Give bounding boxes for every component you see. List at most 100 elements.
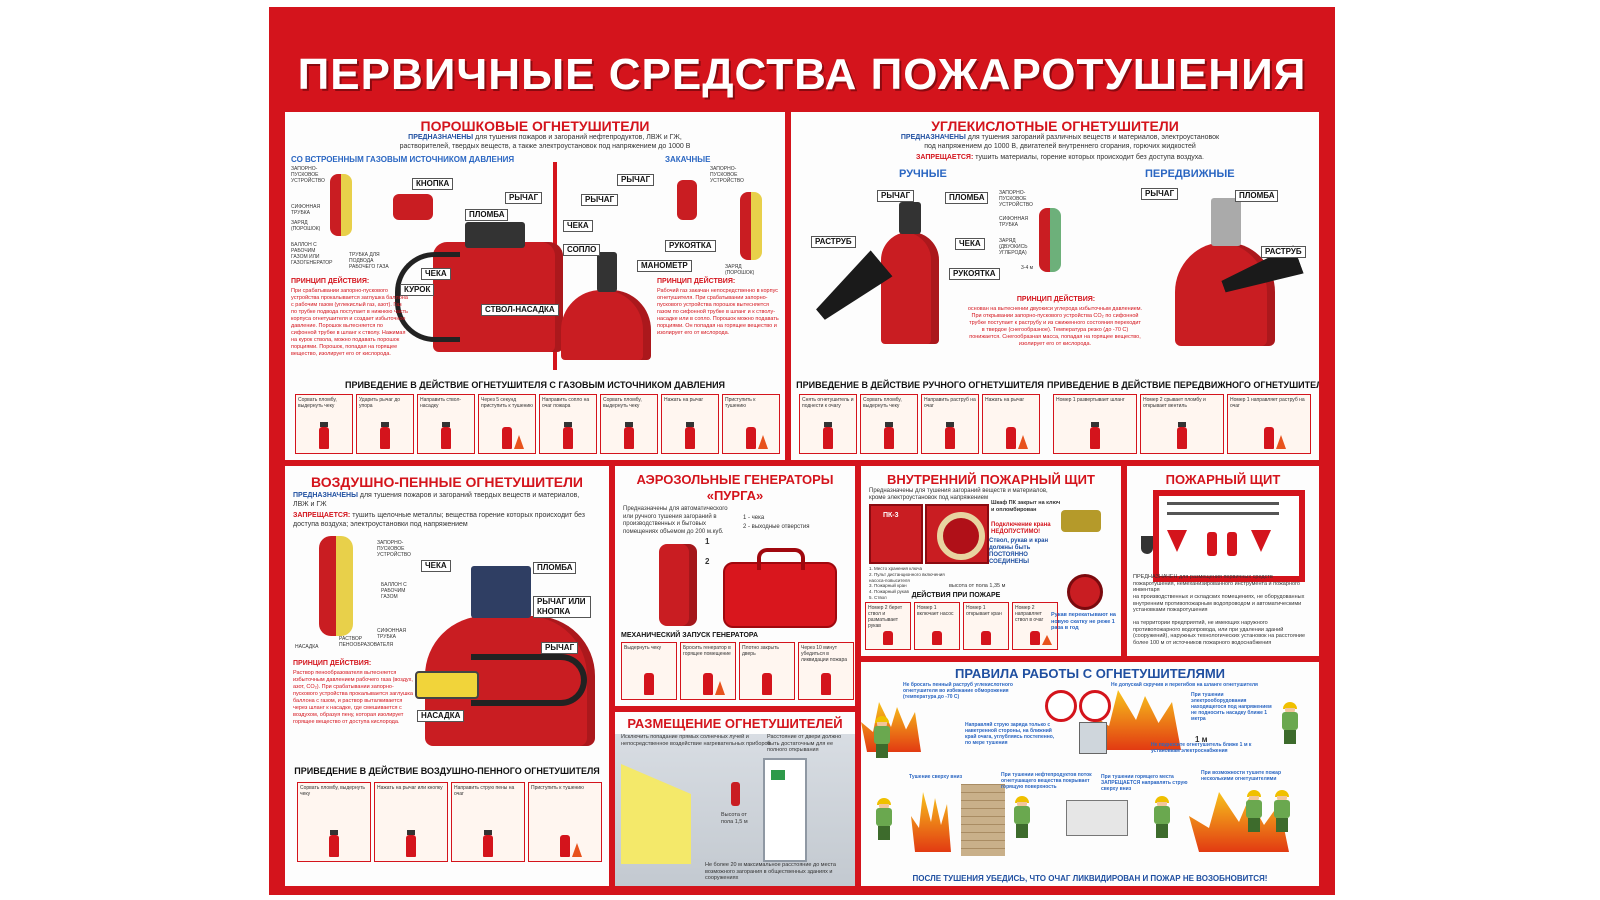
shield-extinguisher-1 (1207, 532, 1217, 556)
aerosol-cylinder (659, 544, 697, 626)
powder-small-extinguisher (677, 180, 697, 220)
hydrant-step-4: Номер 2 направляет ствол в очаг (1012, 602, 1058, 650)
co2-panel: УГЛЕКИСЛОТНЫЕ ОГНЕТУШИТЕЛИ ПРЕДНАЗНАЧЕНЫ… (791, 112, 1319, 460)
foam-part-4: НАСАДКА (295, 644, 319, 650)
rules-rule-6: Тушение сверху вниз (909, 774, 963, 780)
powder-valve-stored (597, 252, 617, 292)
co2-sub-mobile: ПЕРЕДВИЖНЫЕ (1145, 168, 1235, 180)
rules-rule-3: При тушении электрооборудования находяще… (1191, 692, 1272, 722)
poster: ПЕРВИЧНЫЕ СРЕДСТВА ПОЖАРОТУШЕНИЯ ПОРОШКО… (269, 7, 1335, 895)
powder-step-4: Через 5 секунд приступить к тушению (478, 394, 536, 454)
rules-fire-3 (911, 792, 951, 852)
powder-r-label-lever-1: РЫЧАГ (617, 174, 655, 186)
hydrant-cabinet-left (869, 504, 923, 564)
powder-step-6: Сорвать пломбу, выдернуть чеку (600, 394, 658, 454)
aerosol-legend-2: 2 - выходные отверстия (743, 524, 810, 530)
powder-sub-left: СО ВСТРОЕННЫМ ГАЗОВЫМ ИСТОЧНИКОМ ДАВЛЕНИ… (291, 155, 515, 164)
powder-label-lever: РЫЧАГ (505, 192, 543, 204)
foam-label-pin: ЧЕКА (421, 560, 451, 572)
foam-label-lever: РЫЧАГ (541, 642, 579, 654)
powder-part-1: ЗАПОРНО-ПУСКОВОЕ УСТРОЙСТВО (291, 166, 325, 184)
foam-principle-label: ПРИНЦИП ДЕЙСТВИЯ: (293, 660, 372, 667)
foam-hose (471, 654, 587, 706)
co2-mobile-valve (1211, 198, 1241, 246)
co2-step-3: Направить раструб на очаг (921, 394, 979, 454)
aerosol-step-1: Выдернуть чеку (621, 642, 677, 700)
powder-steps-title: ПРИВЕДЕНИЕ В ДЕЙСТВИЕ ОГНЕТУШИТЕЛЯ С ГАЗ… (344, 380, 726, 390)
shield-panel: ПОЖАРНЫЙ ЩИТ ПРЕДНАЗНАЧЕН для размещения… (1127, 466, 1319, 656)
co2-mobile-extinguisher (1175, 242, 1275, 346)
co2-step-4: Нажать на рычаг (982, 394, 1040, 454)
powder-r-label-gauge: МАНОМЕТР (637, 260, 692, 272)
foam-forbidden: ЗАПРЕЩАЕТСЯ: тушить щелочные металлы; ве… (293, 512, 585, 528)
hydrant-step-1: Номер 2 берет ствол и разматывает рукав (865, 602, 911, 650)
co2-label-lever: РЫЧАГ (877, 190, 915, 202)
rules-distance: 1 м (1195, 735, 1208, 744)
rules-worker-1 (871, 716, 893, 760)
hydrant-title: ВНУТРЕННИЙ ПОЖАРНЫЙ ЩИТ (887, 472, 1095, 487)
co2-steps-row-right: Номер 1 развертывает шланг Номер 2 срыва… (1053, 394, 1311, 454)
rules-worker-5 (1151, 796, 1173, 840)
hydrant-item-5: 5. Ствол (869, 595, 887, 600)
co2-mstep-3: Номер 1 направляет раструб на очаг (1227, 394, 1311, 454)
co2-steps-row-left: Снять огнетушитель и поднести к очагу Со… (799, 394, 1040, 454)
powder-label-trigger: КУРОК (400, 284, 435, 296)
powder-r-label-handle: РУКОЯТКА (665, 240, 716, 252)
powder-gas-cartridge (393, 194, 433, 220)
powder-principle-right: Рабочий газ закачан непосредственно в ко… (657, 288, 779, 336)
rules-worker-3 (873, 798, 895, 842)
powder-r-label-lever-2: РЫЧАГ (581, 194, 619, 206)
rules-rule-5: Не подносите огнетушитель ближе 1 м к ус… (1151, 742, 1252, 754)
placement-door (763, 758, 807, 862)
shield-extinguisher-2 (1227, 532, 1237, 556)
powder-step-2: Ударить рычаг до упора (356, 394, 414, 454)
rules-truck (1066, 800, 1128, 836)
co2-principle-label: ПРИНЦИП ДЕЙСТВИЯ: (1016, 296, 1096, 303)
placement-note-3: Высота от пола 1,5 м (721, 812, 748, 825)
co2-part-2: СИФОННАЯ ТРУБКА (999, 216, 1029, 228)
foam-step-3: Направить струю пены на очаг (451, 782, 525, 862)
hydrant-valve (1061, 510, 1101, 532)
hydrant-item-1: 1. Место хранения ключа (869, 566, 923, 571)
powder-step-1: Сорвать пломбу, выдернуть чеку (295, 394, 353, 454)
powder-intended: ПРЕДНАЗНАЧЕНЫ для тушения пожаров и заго… (399, 134, 691, 150)
co2-cutaway (1039, 208, 1061, 272)
co2-part-1: ЗАПОРНО-ПУСКОВОЕ УСТРОЙСТВО (999, 190, 1033, 208)
powder-sub-right: ЗАКАЧНЫЕ (665, 155, 711, 164)
aerosol-text: Предназначены для автоматического или ру… (623, 506, 728, 535)
rules-worker-4 (1011, 796, 1033, 840)
hydrant-actions-title: ДЕЙСТВИЯ ПРИ ПОЖАРЕ (911, 592, 1001, 599)
rules-no-sign-1 (1045, 690, 1077, 722)
foam-nozzle (415, 671, 479, 699)
powder-label-pin: ЧЕКА (421, 268, 451, 280)
powder-r-label-pin: ЧЕКА (563, 220, 593, 232)
powder-label-nozzle: СТВОЛ-НАСАДКА (481, 304, 559, 316)
placement-extinguisher (731, 782, 740, 806)
powder-part-4: БАЛЛОН С РАБОЧИМ ГАЗОМ ИЛИ ГАЗОГЕНЕРАТОР (291, 242, 333, 266)
co2-label-seal: ПЛОМБА (945, 192, 989, 204)
hydrant-item-4: 4. Пожарный рукав (869, 589, 909, 594)
powder-panel: ПОРОШКОВЫЕ ОГНЕТУШИТЕЛИ ПРЕДНАЗНАЧЕНЫ дл… (285, 112, 785, 460)
co2-label-horn: РАСТРУБ (811, 236, 856, 248)
powder-r-part-2: ЗАРЯД (ПОРОШОК) (725, 264, 755, 276)
powder-r-part-1: ЗАПОРНО-ПУСКОВОЕ УСТРОЙСТВО (710, 166, 744, 184)
powder-step-7: Нажать на рычаг (661, 394, 719, 454)
placement-note-4: Не более 20 м максимальное расстояние до… (705, 862, 836, 881)
co2-label-handle: РУКОЯТКА (949, 268, 1000, 280)
hydrant-item-2: 2. Пульт дистанционного включения насоса… (869, 572, 945, 583)
co2-manual-valve (899, 202, 921, 234)
hydrant-step-2: Номер 1 включает насос (914, 602, 960, 650)
hydrant-nozzle-note: Рукав перекатывают на новую скатку не ре… (1051, 612, 1116, 631)
co2-step-2: Сорвать пломбу, выдернуть чеку (860, 394, 918, 454)
powder-hose (395, 252, 460, 342)
aerosol-num-2: 2 (705, 557, 710, 566)
co2-principle: основан на вытеснении двуокиси углерода … (967, 306, 1143, 347)
rules-footer: ПОСЛЕ ТУШЕНИЯ УБЕДИСЬ, ЧТО ОЧАГ ЛИКВИДИР… (912, 874, 1268, 883)
co2-m-label-horn: РАСТРУБ (1261, 246, 1306, 258)
powder-cutaway-stored (740, 192, 762, 260)
powder-label-button: КНОПКА (412, 178, 454, 190)
rules-wall (961, 784, 1005, 856)
co2-part-4: 3-4 м (1021, 265, 1034, 271)
shield-text-1: ПРЕДНАЗНАЧЕН для размещения первичных ср… (1133, 574, 1300, 593)
placement-note-2: Расстояние от двери должно быть достаточ… (767, 734, 842, 753)
